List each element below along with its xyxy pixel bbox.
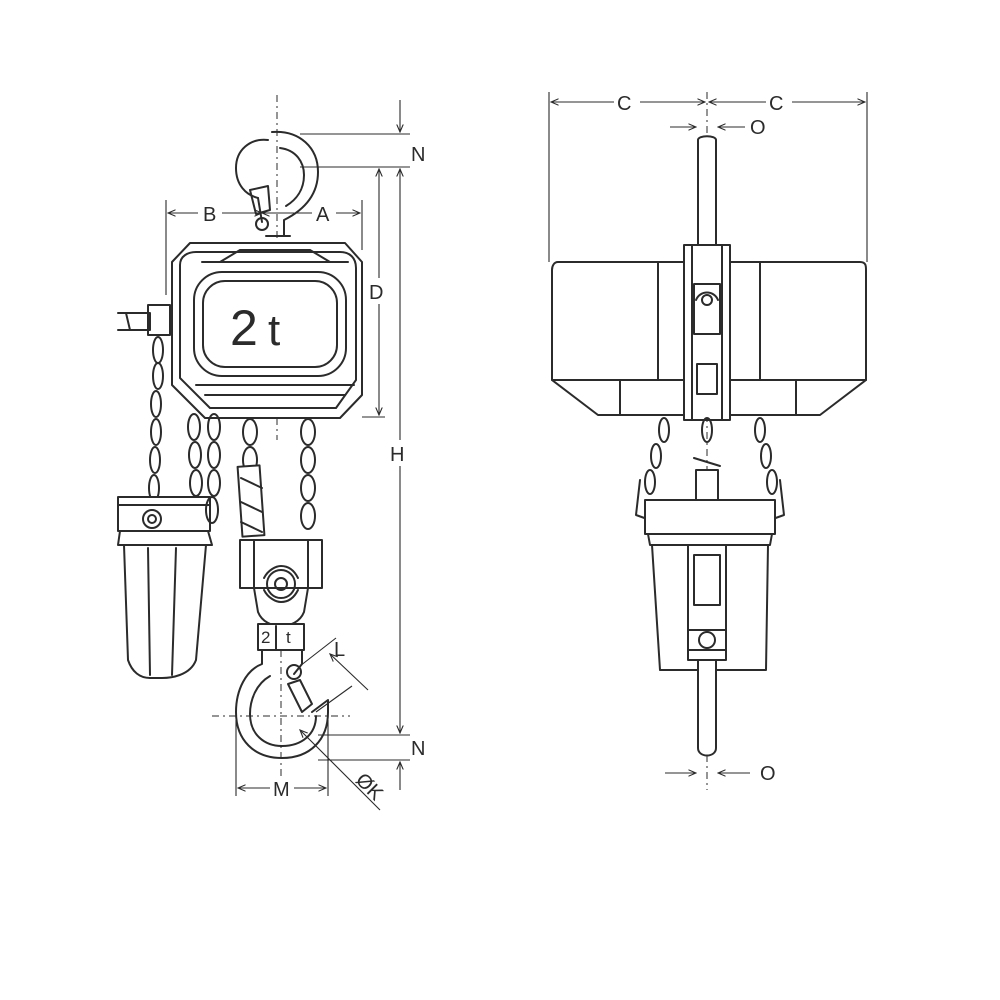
dim-label-D: D [369,282,383,304]
dimension-O: O O [665,117,776,785]
side-body [551,244,867,421]
dim-label-K: ØK [351,769,387,805]
bottom-block: 2 t [239,539,323,651]
dim-label-N-bottom: N [411,738,425,760]
bottom-block-number: 2 [261,628,270,647]
front-view: 2 t [117,95,425,811]
dimension-A-B: B A [165,200,363,295]
bottom-hook-side [697,659,717,757]
dim-label-L: L [334,639,345,661]
dim-label-M: M [273,779,290,801]
capacity-unit: t [268,306,280,355]
dim-label-N-top: N [411,144,425,166]
dim-label-O-bottom: O [760,763,776,785]
side-lever [117,304,171,336]
chain-bucket [117,496,213,679]
dim-label-B: B [203,204,216,226]
capacity-number: 2 [230,300,258,356]
hand-chain-loop [187,413,221,524]
side-view: C C O O [548,90,868,790]
dim-label-O-top: O [750,117,766,139]
top-hook-side [697,135,717,246]
dimension-D-H-N: D H N N [300,100,425,790]
bottom-block-unit: t [286,628,291,647]
bottom-hook [212,649,350,790]
dimension-C: C C [548,90,868,262]
dim-label-C-right: C [769,93,783,115]
load-chain [236,418,316,538]
dim-label-H: H [390,444,404,466]
dim-label-C-left: C [617,93,631,115]
hoist-body: 2 t [171,242,363,419]
side-bucket [644,499,776,671]
dimension-M-L-K: M L ØK [235,637,388,811]
hand-chain-left [148,336,164,502]
dim-label-A: A [316,204,330,226]
